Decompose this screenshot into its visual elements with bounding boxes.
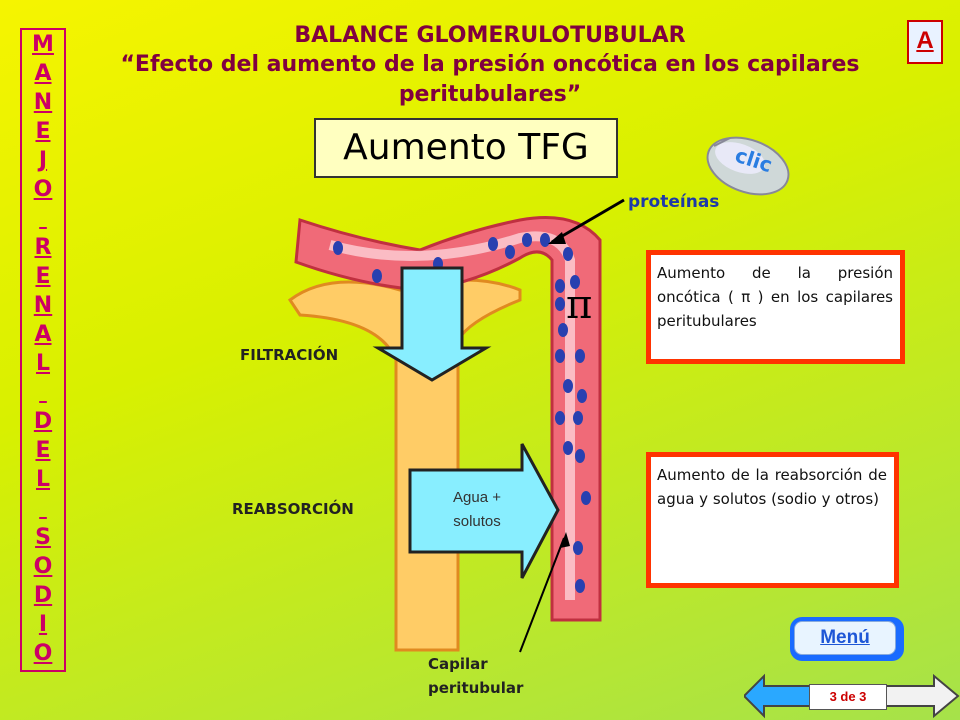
- nav-arrows: [744, 673, 960, 719]
- side-title-letter: A: [34, 322, 52, 347]
- side-title-letter: O: [33, 641, 53, 666]
- mouse-click-icon[interactable]: [700, 124, 800, 204]
- page-header: BALANCE GLOMERULOTUBULAR “Efecto del aum…: [95, 22, 885, 110]
- side-title-letter: E: [35, 438, 51, 463]
- side-title-letter: E: [35, 119, 51, 144]
- page-indicator: 3 de 3: [809, 684, 887, 710]
- side-title-letter: D: [33, 409, 53, 434]
- pi-symbol: π: [566, 282, 593, 328]
- filtracion-label: FILTRACIÓN: [240, 346, 339, 364]
- protein-dots: [333, 233, 591, 593]
- capilar-label: Capilar peritubular: [428, 655, 524, 697]
- side-title-letter: M: [32, 32, 54, 57]
- side-title-letter: O: [33, 554, 53, 579]
- side-title-letter: S: [35, 525, 51, 550]
- menu-button-label[interactable]: Menú: [794, 621, 896, 655]
- menu-button[interactable]: Menú: [790, 617, 904, 661]
- side-title-letter: L: [35, 351, 51, 376]
- next-arrow-icon: [883, 673, 960, 719]
- side-title-letter: J: [38, 148, 48, 173]
- page-subtitle: “Efecto del aumento de la presión oncóti…: [120, 52, 860, 107]
- prev-arrow-icon: [744, 673, 815, 719]
- reabsorcion-label: REABSORCIÓN: [232, 500, 354, 518]
- side-title-letter: R: [34, 235, 52, 260]
- side-title-letter: N: [33, 293, 53, 318]
- proteinas-label: proteínas: [628, 192, 720, 212]
- page-title: BALANCE GLOMERULOTUBULAR: [294, 23, 686, 48]
- side-title-letter: L: [35, 467, 51, 492]
- side-title-letter: E: [35, 264, 51, 289]
- reabsorption-arrow: [408, 443, 560, 579]
- agua-solutos-label: Agua + solutos: [453, 489, 501, 530]
- info-box-reabsorption: Aumento de la reabsorción de agua y solu…: [646, 452, 899, 588]
- side-title-letter: A: [34, 61, 52, 86]
- side-title-letter: I: [38, 612, 48, 637]
- info-box-oncotic: Aumento de la presión oncótica ( π ) en …: [646, 250, 905, 364]
- side-title-letter: D: [33, 583, 53, 608]
- a-button[interactable]: A: [907, 20, 943, 64]
- filtration-arrow: [372, 266, 492, 382]
- side-title-letter: N: [33, 90, 53, 115]
- tfg-box: Aumento TFG: [314, 118, 618, 178]
- side-title-letter: O: [33, 177, 53, 202]
